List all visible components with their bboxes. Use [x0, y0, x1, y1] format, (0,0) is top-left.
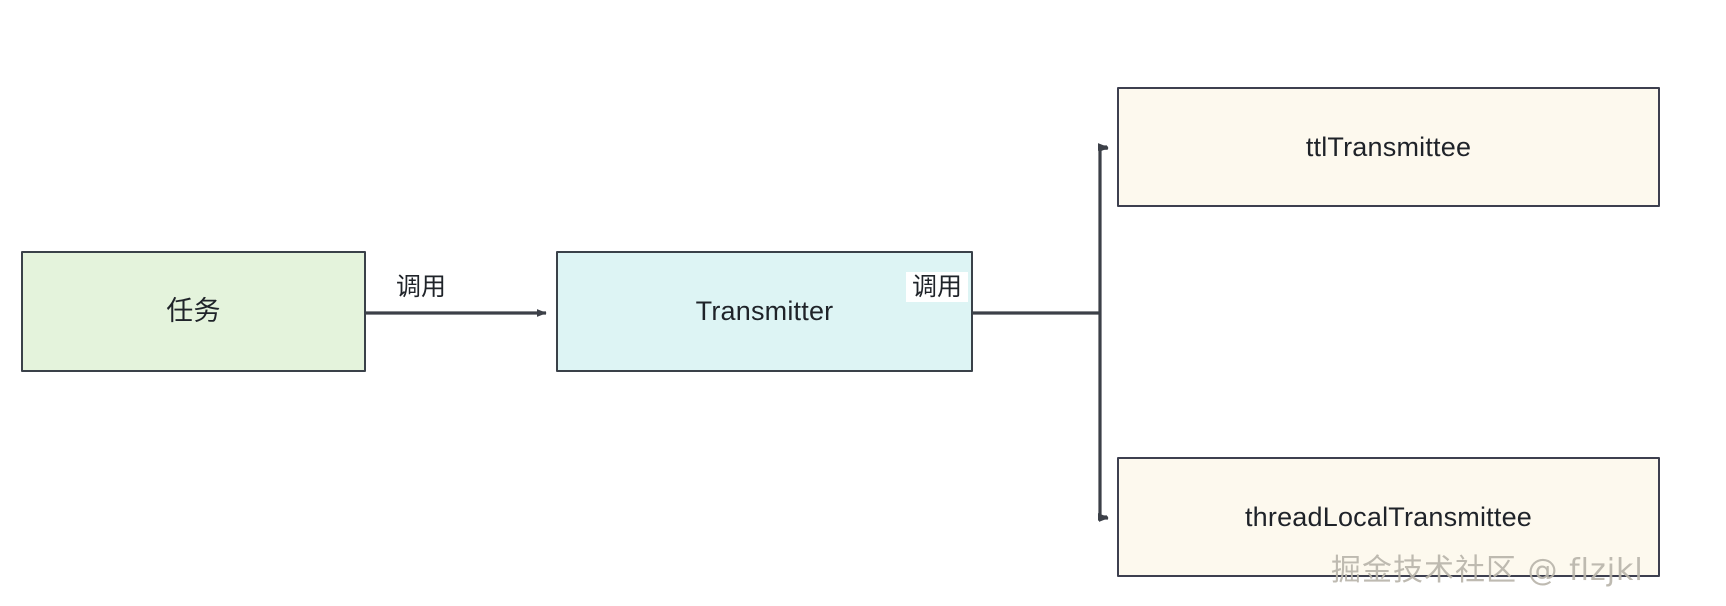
watermark: 掘金技术社区 @ flzjkl: [1331, 553, 1644, 588]
edge-label-task-to-transmitter: 调用: [390, 272, 453, 302]
edge-label-transmitter-to-branch: 调用: [906, 272, 969, 302]
node-thread-local-transmittee[interactable]: threadLocalTransmittee: [1117, 457, 1660, 577]
node-transmitter[interactable]: Transmitter: [556, 251, 973, 372]
node-task[interactable]: 任务: [21, 251, 366, 372]
node-ttl-transmittee[interactable]: ttlTransmittee: [1117, 87, 1660, 207]
